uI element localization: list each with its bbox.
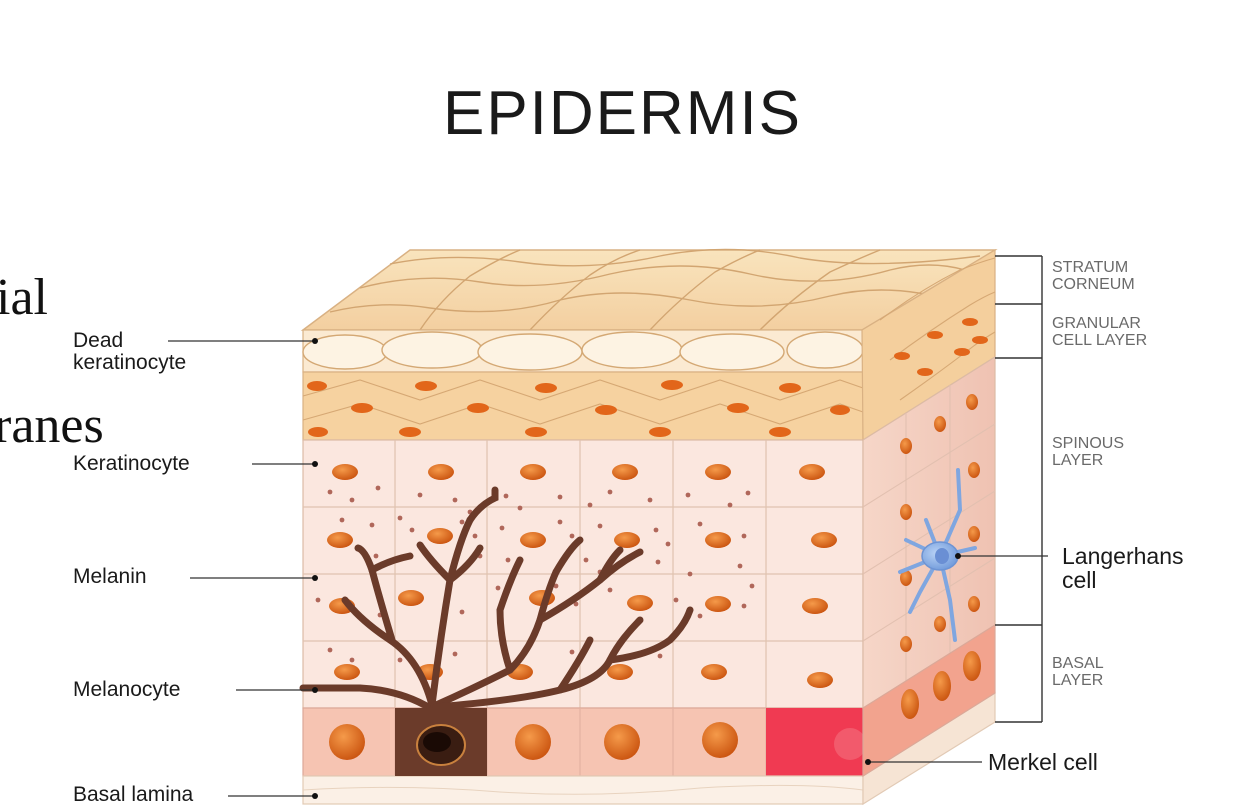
label-stratum-line1: STRATUM (1052, 260, 1135, 277)
layer-brackets (995, 256, 1042, 722)
dead-keratinocyte-dot (312, 338, 318, 344)
label-merkel-cell: Merkel cell (988, 750, 1098, 774)
label-granular-line2: CELL LAYER (1052, 333, 1147, 350)
label-stratum-line2: CORNEUM (1052, 277, 1135, 294)
melanocyte-dot (312, 687, 318, 693)
label-langerhans-cell: Langerhans cell (1062, 544, 1184, 592)
label-melanin: Melanin (73, 566, 147, 588)
dead-keratinocyte-layer (303, 330, 863, 372)
side-face (862, 250, 995, 776)
granular-layer (303, 372, 863, 440)
keratinocyte-dot (312, 461, 318, 467)
label-stratum-corneum: STRATUM CORNEUM (1052, 260, 1135, 294)
merkel-dot (865, 759, 871, 765)
label-dead-line1: Dead (73, 330, 186, 352)
label-langerhans-line1: Langerhans (1062, 544, 1184, 568)
melanin-dot (312, 575, 318, 581)
langerhans-dot (955, 553, 961, 559)
label-langerhans-line2: cell (1062, 568, 1184, 592)
label-basal-lamina: Basal lamina (73, 784, 193, 806)
label-dead-keratinocyte: Dead keratinocyte (73, 330, 186, 374)
label-basal-line1: BASAL (1052, 656, 1104, 673)
label-melanocyte: Melanocyte (73, 679, 180, 701)
label-basal-layer: BASAL LAYER (1052, 656, 1104, 690)
basal-lamina-dot (312, 793, 318, 799)
label-spinous-line2: LAYER (1052, 453, 1124, 470)
label-granular-cell-layer: GRANULAR CELL LAYER (1052, 316, 1147, 350)
label-spinous-layer: SPINOUS LAYER (1052, 436, 1124, 470)
label-spinous-line1: SPINOUS (1052, 436, 1124, 453)
label-granular-line1: GRANULAR (1052, 316, 1147, 333)
label-basal-line2: LAYER (1052, 673, 1104, 690)
label-dead-line2: keratinocyte (73, 352, 186, 374)
left-leader-lines (168, 341, 315, 796)
label-keratinocyte: Keratinocyte (73, 453, 190, 475)
spinous-layer (303, 440, 863, 708)
